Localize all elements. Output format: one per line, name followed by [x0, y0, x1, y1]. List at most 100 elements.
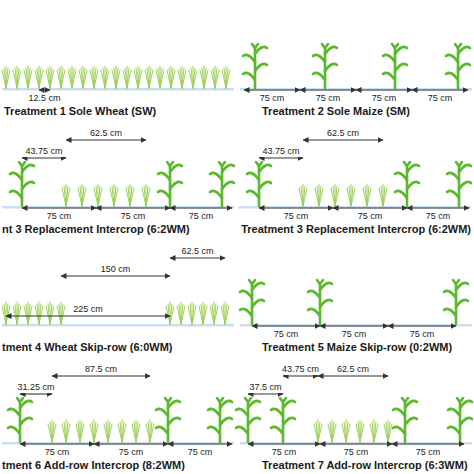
maize-leaf [20, 418, 32, 425]
maize-leaf [243, 73, 255, 80]
wheat-blade [94, 424, 98, 442]
maize-leaf [283, 398, 286, 402]
dimension-label: 43.75 cm [281, 364, 320, 375]
dimension-arrow [6, 315, 170, 316]
maize-plant [308, 280, 332, 324]
wheat-blade [94, 70, 98, 88]
wheat-blade [351, 188, 355, 206]
wheat-blade [82, 188, 86, 206]
maize-leaf [448, 427, 460, 434]
wheat-blade [138, 70, 142, 88]
wheat-row [62, 420, 70, 442]
maize-leaf [255, 44, 258, 48]
dimension-label: 75 cm [187, 447, 214, 458]
maize-plant [444, 280, 468, 324]
maize-plant [383, 44, 407, 88]
maize-leaf [168, 401, 180, 408]
wheat-blade [17, 70, 21, 88]
treatment-title: Treatment 1 Sole Wheat (SW) [4, 105, 156, 118]
maize-leaf [252, 300, 264, 307]
dimension-arrow [320, 325, 388, 326]
wheat-row [342, 420, 350, 442]
maize-plant [156, 398, 180, 442]
maize-leaf [459, 182, 471, 189]
dimension-arrow [259, 157, 303, 158]
maize-leaf [222, 165, 234, 172]
maize-leaf [460, 418, 472, 425]
treatment-title: nt 3 Replacement Intercrop (6:2WM) [2, 223, 190, 236]
dimension-label: 75 cm [46, 211, 73, 222]
maize-leaf [170, 165, 182, 172]
maize-leaf [168, 418, 180, 425]
maize-leaf [248, 398, 251, 402]
wheat-blade [303, 188, 307, 206]
maize-leaf [458, 44, 461, 48]
treatment-title: Treatment 5 Maize Skip-row (0:2WM) [262, 341, 452, 354]
maize-leaf [407, 182, 419, 189]
maize-leaf [271, 409, 283, 416]
dimension-arrow [283, 375, 318, 376]
wheat-blade [374, 424, 378, 442]
maize-plant [313, 44, 337, 88]
maize-leaf [243, 55, 255, 62]
wheat-blade [6, 70, 10, 88]
treatment-title: tment 6 Add-row Intercrop (8:2WM) [2, 459, 185, 472]
maize-plant [447, 162, 471, 206]
wheat-blade [388, 424, 392, 442]
maize-leaf [407, 165, 419, 172]
maize-leaf [252, 283, 264, 290]
wheat-blade [50, 306, 54, 324]
maize-leaf [259, 182, 271, 189]
soil-line [240, 442, 472, 445]
wheat-blade [127, 70, 131, 88]
wheat-row [211, 66, 219, 88]
wheat-row [46, 66, 54, 88]
maize-leaf [395, 191, 407, 198]
wheat-blade [335, 188, 339, 206]
dimension-arrow [66, 139, 146, 140]
wheat-row [94, 184, 102, 206]
dimension-arrow [248, 443, 320, 444]
maize-leaf [447, 191, 459, 198]
wheat-blade [146, 188, 150, 206]
soil-line [240, 324, 472, 327]
dimension-label: 75 cm [425, 211, 452, 222]
wheat-blade [105, 70, 109, 88]
dimension-arrow [252, 325, 320, 326]
wheat-blade [108, 424, 112, 442]
maize-leaf [259, 162, 262, 166]
wheat-blade [383, 188, 387, 206]
dimension-label: 75 cm [371, 93, 398, 104]
maize-leaf [8, 427, 20, 434]
dimension-arrow [22, 207, 96, 208]
wheat-blade [319, 188, 323, 206]
maize-leaf [252, 280, 255, 284]
maize-leaf [8, 409, 20, 416]
maize-leaf [208, 427, 220, 434]
wheat-row [199, 302, 207, 324]
wheat-row [123, 66, 131, 88]
wheat-row [379, 184, 387, 206]
wheat-row [104, 420, 112, 442]
wheat-blade [6, 306, 10, 324]
maize-leaf [283, 401, 295, 408]
maize-leaf [208, 409, 220, 416]
maize-leaf [222, 162, 225, 166]
maize-leaf [158, 191, 170, 198]
maize-leaf [220, 418, 232, 425]
wheat-blade [332, 424, 336, 442]
dimension-label: 62.5 cm [89, 128, 123, 139]
wheat-blade [39, 70, 43, 88]
dimension-arrow [52, 375, 150, 376]
wheat-row [24, 302, 32, 324]
wheat-row [142, 184, 150, 206]
dimension-arrow [94, 443, 168, 444]
wheat-row [68, 66, 76, 88]
maize-leaf [20, 401, 32, 408]
dimension-label: 150 cm [100, 264, 132, 275]
dimension-arrow [407, 207, 469, 208]
dimension-label: 75 cm [259, 93, 286, 104]
wheat-blade [116, 70, 120, 88]
wheat-row [132, 420, 140, 442]
maize-leaf [308, 309, 320, 316]
